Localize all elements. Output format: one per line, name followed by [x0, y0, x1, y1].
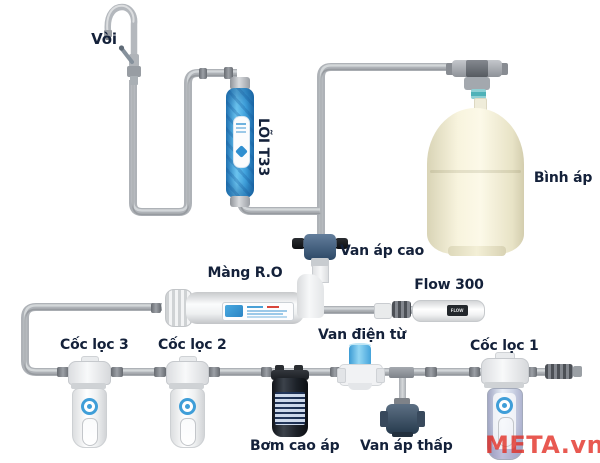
label-pump: Bơm cao áp	[250, 438, 340, 454]
filter-cup-1	[481, 352, 529, 460]
pipe-fitting	[469, 367, 480, 377]
lpv-body	[386, 404, 419, 434]
ro-membrane	[186, 292, 304, 324]
pipe-fitting	[224, 67, 233, 79]
pipe-fitting	[151, 303, 161, 313]
pipe-fitting	[425, 367, 437, 377]
pipe-fitting	[330, 367, 340, 377]
pipe-fitting	[261, 367, 272, 377]
tank-seam	[430, 170, 521, 173]
t33-top-cap	[230, 77, 250, 90]
pipe-end-tip	[573, 366, 582, 377]
label-tank: Bình áp	[533, 170, 593, 186]
low-pressure-valve	[378, 364, 428, 440]
label-low-pressure-valve: Van áp thấp	[360, 438, 453, 454]
cup3-logo	[81, 398, 98, 415]
label-ro-membrane: Màng R.O	[207, 265, 283, 281]
flow-restrictor: FLOW	[412, 300, 485, 322]
pipe-fitting	[199, 68, 207, 79]
watermark: META.vn	[485, 431, 600, 459]
cup3-cap	[68, 361, 111, 385]
label-high-pressure-valve: Van áp cao	[340, 243, 425, 259]
t33-bottom-cap	[230, 196, 250, 207]
flow-line-connector	[374, 303, 392, 319]
solenoid-coil	[349, 345, 371, 365]
pipe-end-fitting	[545, 364, 573, 379]
faucet-base-nut	[127, 66, 141, 77]
hpv-right-knob	[335, 238, 348, 249]
membrane-outlet-elbow	[297, 274, 324, 318]
high-pressure-pump	[270, 365, 310, 437]
t33-hexagon-logo	[235, 145, 248, 158]
pump-top-cap	[271, 370, 309, 380]
faucet-spout-tip	[104, 30, 112, 37]
cup2-housing	[170, 388, 205, 448]
solenoid-valve	[337, 343, 385, 391]
t33-sticker	[233, 116, 250, 168]
label-faucet: Vòi	[91, 30, 117, 48]
pipe-fitting	[57, 367, 69, 377]
cup2-logo	[179, 398, 196, 415]
label-t33: LÕI T33	[255, 117, 271, 177]
label-filter-cup-2: Cốc lọc 2	[158, 337, 227, 353]
lpv-stem	[399, 378, 406, 402]
faucet-handle	[120, 47, 134, 64]
cup1-logo	[496, 397, 513, 414]
hpv-left-knob	[292, 238, 305, 249]
flow-badge: FLOW	[447, 305, 468, 316]
label-solenoid-valve: Van điện từ	[318, 327, 406, 343]
flow-line-nut	[392, 301, 411, 318]
pipe-fitting	[527, 367, 537, 377]
filter-cup-2	[166, 356, 210, 452]
pump-label-band	[275, 392, 305, 425]
faucet	[104, 3, 141, 85]
filter-cup-3	[68, 356, 112, 452]
cup3-housing	[72, 388, 107, 448]
pipe-fitting	[208, 367, 220, 377]
t33-cartridge	[226, 88, 254, 198]
hpv-body	[304, 234, 336, 260]
cup1-cap	[481, 358, 529, 384]
cup1-housing	[487, 388, 523, 460]
pressure-tank	[427, 108, 524, 254]
tank-base	[448, 246, 506, 256]
membrane-sticker	[222, 302, 294, 321]
cup2-cap	[166, 361, 209, 385]
pipe-fitting	[154, 367, 166, 377]
label-filter-cup-3: Cốc lọc 3	[60, 337, 129, 353]
label-flow-300: Flow 300	[414, 277, 484, 293]
pipe-t33-to-tank	[237, 63, 457, 246]
tank-inlet-valve	[444, 58, 510, 116]
pipe-fitting	[111, 367, 123, 377]
label-filter-cup-1: Cốc lọc 1	[470, 338, 539, 354]
